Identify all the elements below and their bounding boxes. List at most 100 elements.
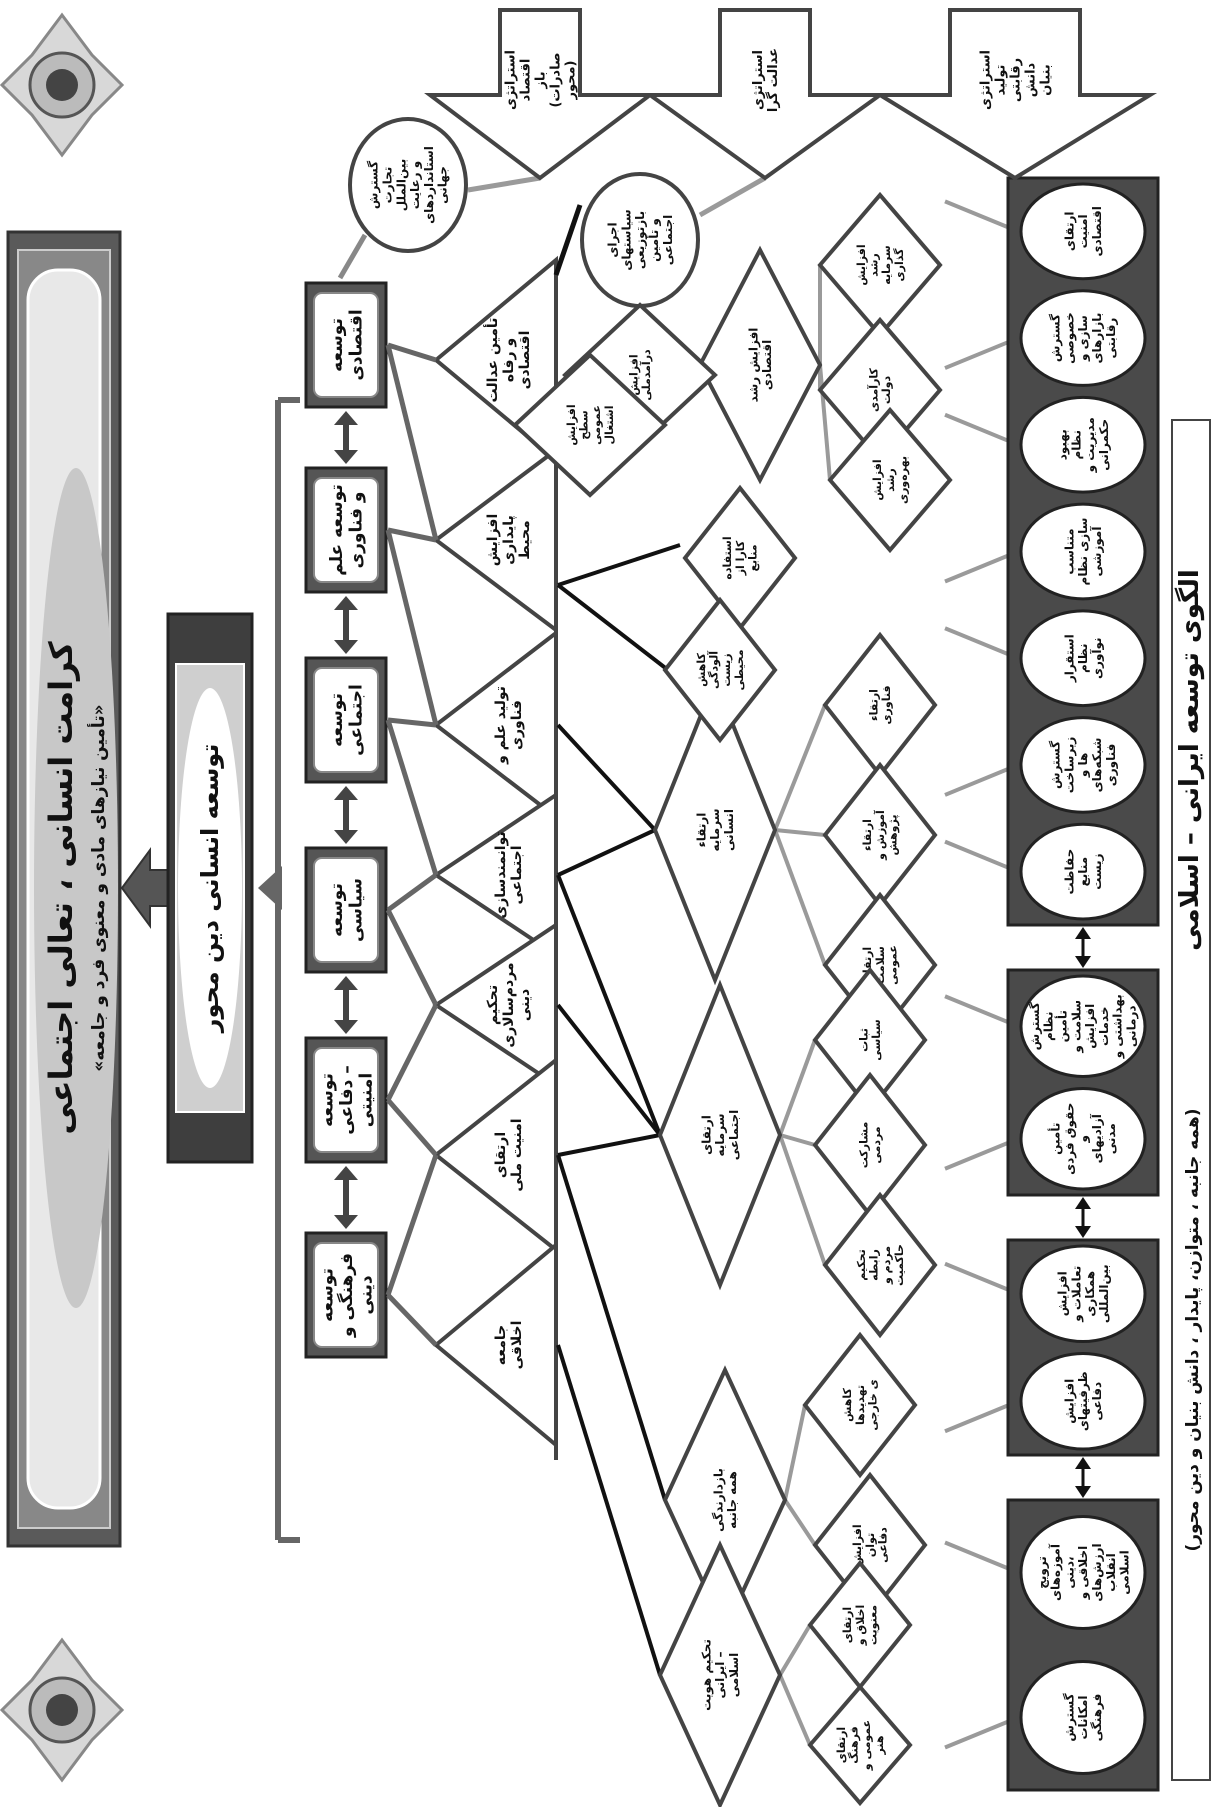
connector <box>944 412 1019 447</box>
diamond-label: مشارکتمردمی <box>858 1122 884 1169</box>
goal-diamond: تحکیمرابطهمردم وحاکمیت <box>822 1191 938 1339</box>
connector <box>557 1133 661 1157</box>
center-label: توسعه انسانی دین محور <box>196 744 224 1034</box>
development-box-2: توسعه علمو فناوری <box>304 466 388 594</box>
diamond-label: ارتقایاخلاق ومعنویت <box>841 1605 879 1647</box>
enabler-label: گسترشخصوصیسازی وبازارهایرقابتی <box>1049 312 1118 364</box>
diamond-label: کاهشآلودگیزیستمحیطی <box>695 649 746 690</box>
dev-link-arrow <box>334 786 358 844</box>
connector <box>778 1674 812 1746</box>
policy-circle-label: گسترشتجارتبین‌المللو رعایتاستانداردهایجه… <box>367 146 450 224</box>
goal-diamond: ارتقایسرمایهاجتماعی <box>657 979 783 1291</box>
diamond-label: استفادهکارا ازمنابع <box>721 536 759 579</box>
connector <box>386 872 438 913</box>
development-box-3: توسعهاجتماعی <box>304 656 388 784</box>
diamond-label: افزایش رشداقتصادی <box>746 328 774 403</box>
goal-diamond: افزایش رشداقتصادی <box>697 245 823 485</box>
connector <box>783 1404 807 1501</box>
development-label: توسعه علمو فناوری <box>327 484 367 575</box>
goal-diamond: کاهشآلودگیزیستمحیطی <box>662 596 778 744</box>
connector <box>778 1134 827 1266</box>
connector <box>818 364 832 481</box>
connector <box>778 1623 812 1677</box>
goal-title: کرامت انسانی ، تعالی اجتماعی <box>42 641 80 1135</box>
connector <box>387 342 437 363</box>
enabler-label: متناسبسازی نظامآموزشی <box>1062 518 1105 586</box>
connector <box>779 1133 816 1147</box>
title-sub: (همه جانبه ، متوازن، پایدار ، دانش بنیان… <box>1183 1108 1203 1551</box>
development-box-4: توسعهسیاسی <box>304 846 388 974</box>
diamond-label: افزایشتواندفاعی <box>851 1524 889 1565</box>
objective-triangle-3: تولید علم وفناوری <box>432 628 558 822</box>
development-box-6: توسعهفرهنگی ودینی <box>304 1231 388 1359</box>
connector <box>556 1344 662 1676</box>
diamond-label: ارتقایفرهنگعمومی وهنر <box>835 1720 886 1771</box>
objective-label: جامعهاخلاقی <box>493 1321 525 1370</box>
enabler-group-4: ترویجآموزه‌هایدینی،اخلاقی وارزش‌هایانقلا… <box>1006 1498 1160 1792</box>
goal-diamond: کاهشتهدیدهای خارجی <box>802 1331 918 1479</box>
connector <box>556 1154 667 1501</box>
connector <box>385 719 439 876</box>
enabler-label: تأمینحقوق فردیوآزادیهایمدنی <box>1048 1103 1118 1175</box>
diamond-label: ارتقایسلامتعمومی <box>861 945 899 985</box>
connector <box>773 704 827 831</box>
goal-diamond: تحکیم هویتایرانی –اسلامی <box>657 1540 783 1807</box>
connector <box>385 1003 439 1102</box>
policy-circle-1: اجرایسیاستهایبازتوزیعیو تأمیناجتماعی <box>580 172 700 308</box>
title-box: الگوی توسعه ایرانی – اسلامی (همه جانبه ،… <box>1171 419 1211 1781</box>
group-link-arrow <box>1075 1457 1091 1498</box>
connector <box>773 829 827 966</box>
diamond-label: افزایشسطحعمومیاشتغال <box>565 404 616 445</box>
goal-diamond: ارتقایفرهنگعمومی وهنر <box>807 1683 913 1807</box>
connector <box>386 1293 438 1347</box>
goal-diamond: استفادهکارا ازمنابع <box>682 484 798 632</box>
strategy-label: استراتژیعدالت گرا <box>751 48 781 112</box>
objective-label: تأمین عدالتو رفاهاقتصادی <box>483 318 533 403</box>
connector <box>944 1261 1019 1296</box>
connector <box>385 344 439 541</box>
objective-label: ارتقایامنیت ملی <box>493 1118 525 1191</box>
enabler-label: افزایشظرفیتهایدفاعی <box>1062 1371 1104 1431</box>
ornament-top <box>0 12 125 158</box>
goal-subtitle: «تأمین نیازهای مادی و معنوی فرد و جامعه» <box>87 704 109 1071</box>
connector <box>557 828 656 877</box>
development-box-5: توسعهدفاعی –امنیتی <box>304 1036 388 1164</box>
connector <box>944 763 1019 797</box>
connector <box>944 1715 1019 1750</box>
goal-diamond: بازدارندگیهمه جانبه <box>662 1365 788 1635</box>
connector <box>944 1399 1019 1434</box>
goal-diamond: ارتقاءسرمایهانسانی <box>652 674 778 986</box>
connector <box>944 549 1019 584</box>
diamond-label: کارآمدیدولت <box>867 367 894 411</box>
center-panel: توسعه انسانی دین محور <box>166 612 254 1164</box>
enabler-label: گسترشزیرساختها وشبکه‌هایفناوری <box>1049 737 1119 794</box>
goal-diamond: ارتقاءفناوری <box>822 631 938 779</box>
development-label: توسعهاجتماعی <box>327 684 367 756</box>
development-label: توسعهاقتصادی <box>327 309 367 380</box>
connector <box>944 1136 1019 1171</box>
connector <box>387 717 437 728</box>
objective-label: تولید علم وفناوری <box>493 686 525 765</box>
group-link-arrow <box>1075 1197 1091 1238</box>
enabler-label: بهبودنظاممدیریت وحکمرانی <box>1056 417 1111 473</box>
goal-diamond: ارتقاءآموزش وپژوهش <box>822 761 938 909</box>
connector <box>385 908 439 1007</box>
enabler-label: استقرارنظامنوآوری <box>1062 634 1105 683</box>
connector <box>386 1098 438 1157</box>
title-main: الگوی توسعه ایرانی – اسلامی <box>1174 569 1205 951</box>
enabler-label: گسترشنظامتأمینسلامت وافزایشخدماتبهداشتی … <box>1028 994 1139 1059</box>
development-label: توسعهسیاسی <box>327 878 367 942</box>
strategy-label: استراتژیتولیدرقابتیدانشبنیان <box>979 50 1054 110</box>
enabler-group-2: گسترشنظامتأمینسلامت وافزایشخدماتبهداشتی … <box>1006 968 1160 1197</box>
diamond-label: ارتقاءفناوری <box>868 685 894 724</box>
objective-label: توانمندسازیاجتماعی <box>493 831 525 918</box>
development-bracket <box>258 397 300 1543</box>
group-link-arrow <box>1075 927 1091 968</box>
connector <box>944 336 1019 370</box>
enabler-label: ترویجآموزه‌هایدینی،اخلاقی وارزش‌هایانقلا… <box>1035 1543 1132 1601</box>
diamond-label: ارتقایسرمایهاجتماعی <box>699 1110 741 1161</box>
objective-label: تحکیممردم‌سالاریدینی <box>485 962 533 1047</box>
enabler-label: گسترشامکاناتفرهنگی <box>1062 1693 1104 1741</box>
